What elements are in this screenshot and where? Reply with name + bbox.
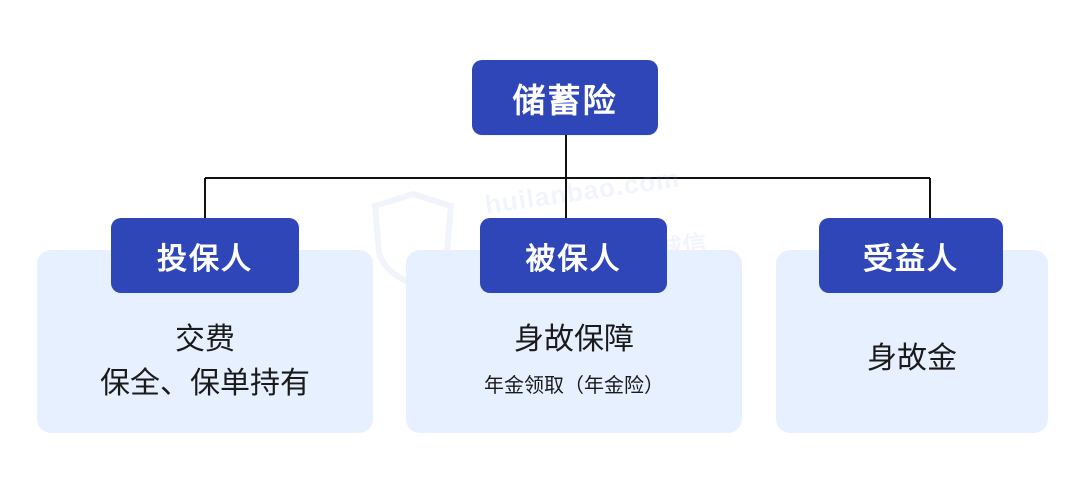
root-node-label: 储蓄险 (512, 80, 618, 120)
policyholder-detail-2: 保全、保单持有 (100, 366, 310, 401)
root-node: 储蓄险 (472, 60, 658, 135)
policyholder-label: 投保人 (157, 241, 253, 277)
insured-node: 被保人 (480, 218, 667, 293)
policyholder-node: 投保人 (111, 218, 299, 293)
insured-label: 被保人 (525, 241, 622, 277)
beneficiary-node: 受益人 (819, 218, 1003, 293)
insured-detail-2: 年金领取（年金险） (484, 373, 664, 397)
insured-detail-1: 身故保障 (514, 322, 634, 357)
policyholder-detail-1: 交费 (175, 322, 235, 357)
beneficiary-label: 受益人 (863, 241, 959, 277)
policyholder-card: 交费 保全、保单持有 (37, 250, 373, 433)
beneficiary-detail-1: 身故金 (867, 341, 957, 376)
